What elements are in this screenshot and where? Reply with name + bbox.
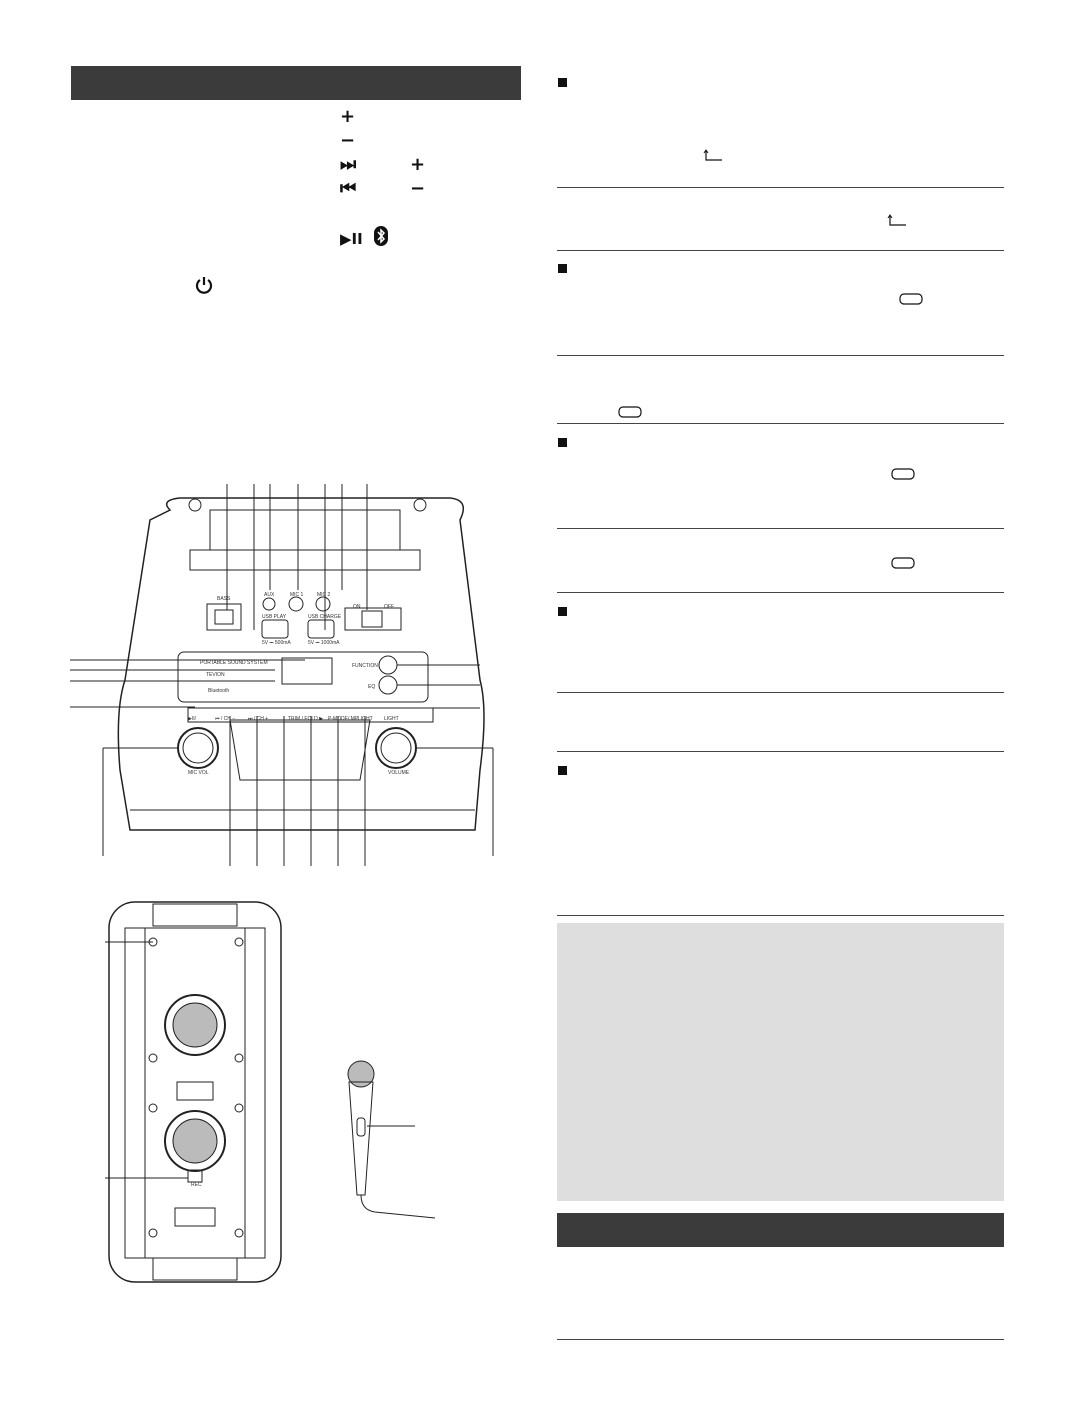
bluetooth-icon — [373, 226, 389, 246]
panel-button-label: LIGHT — [384, 716, 399, 722]
mic1-label: MIC 1 — [290, 592, 304, 598]
divider — [557, 1339, 1004, 1340]
bluetooth-panel-label: Bluetooth — [208, 688, 230, 694]
panel-button-label: P-MODE/ MP — [328, 716, 359, 722]
divider — [557, 528, 1004, 529]
repeat-all-icon — [898, 292, 924, 306]
divider — [557, 915, 1004, 916]
section-bullet — [558, 607, 567, 616]
repeat-one-icon — [702, 148, 724, 162]
section-bullet — [558, 78, 567, 87]
usb-charge-label: USB CHARGE — [308, 614, 342, 620]
microphone-diagram — [335, 1060, 445, 1230]
function-label: FUNCTION — [352, 663, 378, 669]
plus-icon: + — [410, 154, 426, 175]
section-header-bar-right — [557, 1213, 1004, 1247]
speaker-front-view-diagram — [105, 898, 285, 1288]
divider — [557, 592, 1004, 593]
note-box — [557, 923, 1004, 1201]
panel-button-label: ⏭ / CH + — [248, 716, 269, 722]
divider — [557, 423, 1004, 424]
next-track-icon: ⏭ — [340, 154, 357, 175]
minus-icon: − — [410, 178, 426, 199]
speaker-top-view-diagram — [70, 480, 530, 870]
repeat-all-icon — [617, 405, 643, 419]
usb-charge-spec: 5V ⎓ 1000mA — [308, 640, 340, 646]
eq-label: EQ — [368, 684, 376, 690]
divider — [557, 187, 1004, 188]
section-bullet — [558, 438, 567, 447]
mic2-label: MIC 2 — [317, 592, 331, 598]
repeat-one-icon — [886, 213, 908, 227]
usb-play-spec: 5V ⎓ 500mA — [262, 640, 291, 646]
previous-track-icon: ⏮ — [340, 178, 357, 199]
divider — [557, 751, 1004, 752]
power-icon — [194, 275, 214, 295]
rec-label: REC — [191, 1182, 202, 1188]
divider — [557, 250, 1004, 251]
repeat-all-icon — [890, 556, 916, 570]
play-pause-icon: ▶II — [340, 230, 363, 248]
panel-button-label: LIGHT — [358, 716, 373, 722]
system-name-label: PORTABLE SOUND SYSTEM — [200, 660, 268, 666]
section-header-bar-left — [71, 66, 521, 100]
usb-play-label: USB PLAY — [262, 614, 287, 620]
plus-icon: + — [340, 106, 356, 127]
minus-icon: − — [340, 130, 356, 151]
volume-label: VOLUME — [388, 770, 410, 776]
on-label: ON — [353, 604, 361, 610]
panel-button-label: ⏮ / CH − — [215, 716, 236, 722]
divider — [557, 692, 1004, 693]
panel-button-label: ▶II/ — [188, 716, 197, 722]
repeat-all-icon — [890, 467, 916, 481]
section-bullet — [558, 766, 567, 775]
bass-label: BASS — [217, 596, 231, 602]
mic-vol-label: MIC VOL — [188, 770, 209, 776]
divider — [557, 355, 1004, 356]
off-label: OFF — [384, 604, 394, 610]
aux-label: AUX — [264, 592, 275, 598]
panel-button-label: TRIM / FOLD ▶ — [288, 716, 323, 722]
brand-label: TEVION — [206, 672, 225, 678]
section-bullet — [558, 264, 567, 273]
